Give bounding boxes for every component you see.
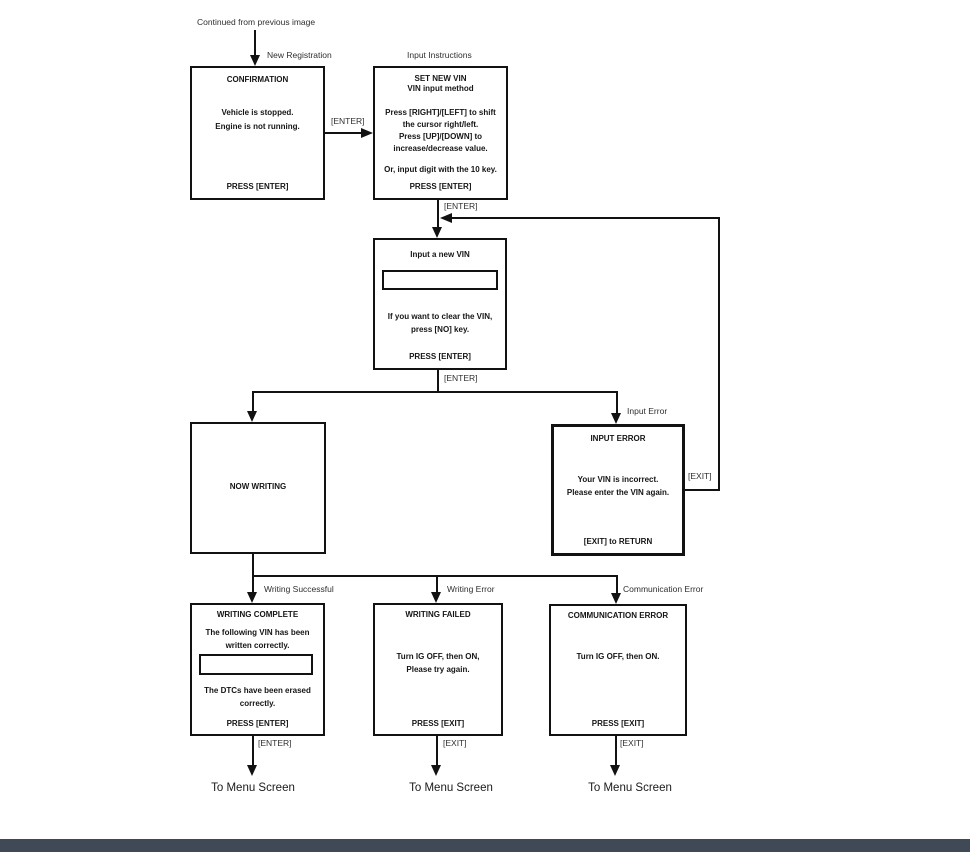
exit-label-2: [EXIT] xyxy=(620,738,644,748)
connector-return-exit xyxy=(685,489,720,491)
enter-label-4: [ENTER] xyxy=(258,738,292,748)
writing-complete-line: written correctly. xyxy=(225,641,290,650)
connector-exit-menu-1 xyxy=(252,736,254,765)
writing-complete-line: The DTCs have been erased xyxy=(204,686,311,695)
connector-branch-1-right xyxy=(616,391,618,414)
communication-error-footer: PRESS [EXIT] xyxy=(591,719,645,728)
input-error-label: Input Error xyxy=(627,406,668,416)
arrowhead-writing-complete xyxy=(247,592,257,603)
footer-bar xyxy=(0,839,970,852)
input-vin-footer: PRESS [ENTER] xyxy=(409,352,471,361)
input-vin-line: If you want to clear the VIN, xyxy=(387,312,493,321)
arrowhead-menu-3 xyxy=(610,765,620,776)
input-error-box: INPUT ERROR Your VIN is incorrect. Pleas… xyxy=(551,424,685,556)
confirmation-box: CONFIRMATION Vehicle is stopped. Engine … xyxy=(190,66,325,200)
arrowhead-input-error xyxy=(611,413,621,424)
communication-error-line: Turn IG OFF, then ON. xyxy=(576,652,660,661)
connector-entry xyxy=(254,30,256,56)
arrowhead-return-loop xyxy=(440,213,452,223)
arrowhead-writing-failed xyxy=(431,592,441,603)
vin-input-field xyxy=(382,270,498,290)
arrowhead-entry xyxy=(250,55,260,66)
writing-error-label: Writing Error xyxy=(447,584,495,594)
enter-label-1: [ENTER] xyxy=(331,116,365,126)
confirmation-line: Vehicle is stopped. xyxy=(221,108,294,117)
set-new-vin-line: Or, input digit with the 10 key. xyxy=(384,165,497,174)
confirmation-title: CONFIRMATION xyxy=(226,75,289,84)
communication-error-title: COMMUNICATION ERROR xyxy=(567,611,669,620)
writing-complete-title: WRITING COMPLETE xyxy=(216,610,299,619)
vin-result-field xyxy=(199,654,313,675)
confirmation-line: Engine is not running. xyxy=(215,122,300,131)
set-new-vin-footer: PRESS [ENTER] xyxy=(409,182,472,191)
connector-return-top xyxy=(452,217,720,219)
input-error-title: INPUT ERROR xyxy=(590,434,646,443)
connector-enter-3 xyxy=(437,370,439,393)
writing-failed-line: Please try again. xyxy=(406,665,470,674)
writing-failed-title: WRITING FAILED xyxy=(405,610,471,619)
set-new-vin-line: Press [RIGHT]/[LEFT] to shift xyxy=(385,108,496,117)
connector-branch-1 xyxy=(252,391,618,393)
input-error-line: Please enter the VIN again. xyxy=(566,488,670,497)
set-new-vin-line: the cursor right/left. xyxy=(402,120,479,129)
arrowhead-communication-error xyxy=(611,593,621,604)
input-error-line: Your VIN is incorrect. xyxy=(577,475,659,484)
set-new-vin-line: increase/decrease value. xyxy=(393,144,488,153)
connector-branch-2-right xyxy=(616,575,618,594)
arrowhead-menu-1 xyxy=(247,765,257,776)
now-writing-title: NOW WRITING xyxy=(229,482,287,491)
input-error-footer: [EXIT] to RETURN xyxy=(583,537,653,546)
connector-branch-1-left xyxy=(252,391,254,412)
writing-failed-footer: PRESS [EXIT] xyxy=(411,719,465,728)
input-vin-box: Input a new VIN If you want to clear the… xyxy=(373,238,507,370)
writing-complete-line: correctly. xyxy=(239,699,276,708)
connector-enter-1 xyxy=(325,132,362,134)
arrowhead-menu-2 xyxy=(431,765,441,776)
communication-error-box: COMMUNICATION ERROR Turn IG OFF, then ON… xyxy=(549,604,687,736)
now-writing-box: NOW WRITING xyxy=(190,422,326,554)
set-new-vin-line: Press [UP]/[DOWN] to xyxy=(398,132,483,141)
writing-failed-line: Turn IG OFF, then ON, xyxy=(396,652,480,661)
to-menu-screen-2: To Menu Screen xyxy=(409,782,493,794)
connector-branch-2 xyxy=(252,575,618,577)
continued-from-label: Continued from previous image xyxy=(197,17,316,27)
confirmation-footer: PRESS [ENTER] xyxy=(226,182,289,191)
arrowhead-now-writing xyxy=(247,411,257,422)
connector-exit-menu-3 xyxy=(615,736,617,765)
to-menu-screen-3: To Menu Screen xyxy=(588,782,672,794)
enter-label-3: [ENTER] xyxy=(444,373,478,383)
new-registration-label: New Registration xyxy=(267,50,332,60)
writing-complete-line: The following VIN has been xyxy=(205,628,310,637)
input-instructions-label: Input Instructions xyxy=(407,50,472,60)
input-vin-title: Input a new VIN xyxy=(410,250,470,259)
set-new-vin-title2: VIN input method xyxy=(407,84,474,93)
exit-label-1: [EXIT] xyxy=(443,738,467,748)
communication-error-label: Communication Error xyxy=(623,584,704,594)
arrowhead-enter-1 xyxy=(361,128,373,138)
to-menu-screen-1: To Menu Screen xyxy=(211,782,295,794)
connector-return-side xyxy=(718,217,720,491)
input-vin-line: press [NO] key. xyxy=(410,325,470,334)
writing-successful-label: Writing Successful xyxy=(264,584,334,594)
set-new-vin-title: SET NEW VIN xyxy=(414,74,467,83)
exit-return-label: [EXIT] xyxy=(688,471,712,481)
enter-label-2: [ENTER] xyxy=(444,201,478,211)
writing-complete-box: WRITING COMPLETE The following VIN has b… xyxy=(190,603,325,736)
connector-enter-2 xyxy=(437,200,439,229)
writing-complete-footer: PRESS [ENTER] xyxy=(226,719,289,728)
connector-branch-2-mid xyxy=(436,575,438,593)
connector-exit-menu-2 xyxy=(436,736,438,765)
arrowhead-enter-2 xyxy=(432,227,442,238)
connector-now-writing-down xyxy=(252,554,254,593)
set-new-vin-box: SET NEW VIN VIN input method Press [RIGH… xyxy=(373,66,508,200)
writing-failed-box: WRITING FAILED Turn IG OFF, then ON, Ple… xyxy=(373,603,503,736)
